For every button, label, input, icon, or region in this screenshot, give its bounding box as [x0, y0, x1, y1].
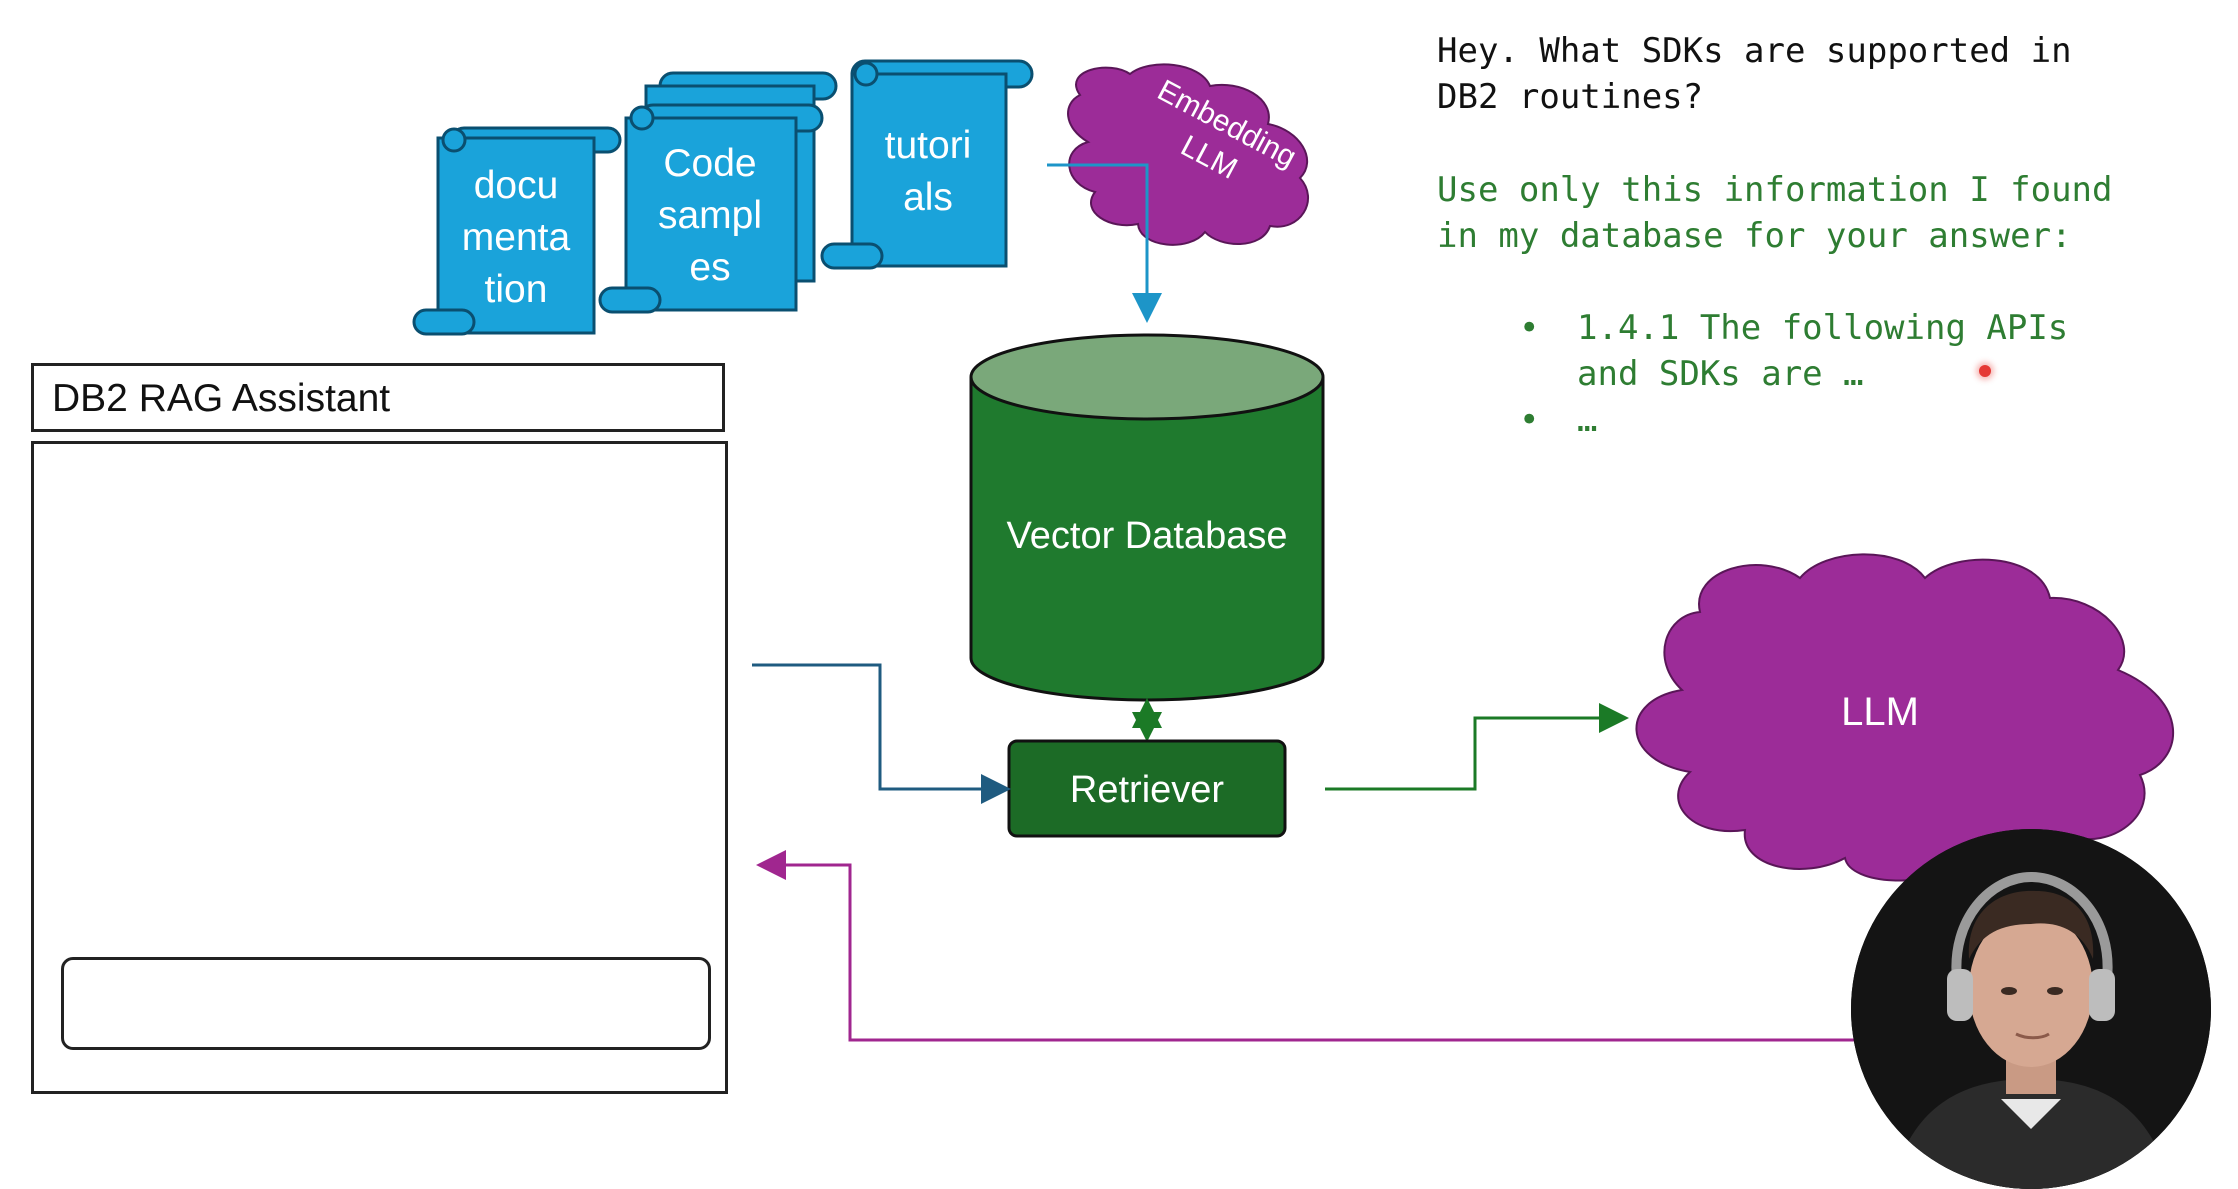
llm-label: LLM — [1841, 690, 1919, 734]
chat-message-input[interactable] — [61, 957, 711, 1050]
embedding-to-db-arrow — [1047, 163, 1162, 323]
prompt-question-line: DB2 routines? — [1437, 77, 1704, 117]
augmented-prompt: Hey. What SDKs are supported in DB2 rout… — [1437, 28, 2227, 443]
chat-title: DB2 RAG Assistant — [52, 377, 391, 420]
llm-to-chat-arrow — [756, 850, 1870, 1042]
chat-window-titlebar: DB2 RAG Assistant — [31, 363, 725, 432]
vector-database-label: Vector Database — [1007, 515, 1288, 557]
retriever-label: Retriever — [1070, 769, 1224, 811]
tutorials-line: als — [903, 176, 953, 219]
documentation-line: menta — [462, 216, 571, 259]
retriever-to-llm-arrow — [1325, 703, 1629, 791]
documentation-line: docu — [474, 164, 559, 207]
vector-database-cylinder: Vector Database — [969, 333, 1325, 702]
tutorials-line: tutori — [885, 124, 972, 167]
code-samples-scroll-icon: Code sampl es — [598, 71, 838, 314]
user-message-line: Hey. What SDKs are — [80, 510, 428, 552]
assistant-message-text: The supported SDKs are for Java, C, C#, … — [185, 740, 603, 846]
prompt-instruction-line: Use only this information I found — [1437, 170, 2113, 210]
retrieved-context-item: • 1.4.1 The following APIs and SDKs are … — [1437, 305, 2227, 397]
context-line: … — [1577, 400, 1598, 440]
llm-cloud: LLM — [1635, 553, 2174, 882]
assistant-message-line: for Java, C, C#, ... — [185, 798, 492, 840]
retriever-box: Retriever — [1007, 739, 1287, 838]
presenter-webcam — [1851, 829, 2211, 1189]
context-line: 1.4.1 The following APIs — [1577, 308, 2069, 348]
code-samples-line: Code — [663, 142, 756, 185]
prompt-instruction-line: in my database for your answer: — [1437, 216, 2072, 256]
bullet-marker: • — [1519, 308, 1540, 348]
retrieved-context-list: • 1.4.1 The following APIs and SDKs are … — [1437, 305, 2227, 443]
retrieved-context-item: • … — [1437, 397, 2227, 443]
prompt-question-line: Hey. What SDKs are supported in — [1437, 31, 2072, 71]
code-samples-line: sampl — [658, 194, 762, 237]
tutorials-scroll-icon: tutori als — [820, 59, 1034, 270]
assistant-message-line: The supported SDKs are — [185, 745, 604, 787]
user-message-line: supported in DB2 routines? — [80, 563, 541, 605]
bullet-marker: • — [1519, 400, 1540, 440]
user-message-text: Hey. What SDKs are supported in DB2 rout… — [80, 505, 541, 611]
documentation-line: tion — [485, 268, 548, 311]
documentation-scroll-icon: docu menta tion — [412, 126, 622, 336]
laser-pointer-dot — [1979, 365, 1991, 377]
presenter-avatar-icon — [1851, 829, 2211, 1189]
context-line: and SDKs are … — [1577, 354, 1864, 394]
embedding-llm-cloud: Embedding LLM — [1067, 63, 1310, 246]
chat-to-retriever-arrow — [752, 663, 1011, 804]
code-samples-line: es — [689, 246, 730, 289]
